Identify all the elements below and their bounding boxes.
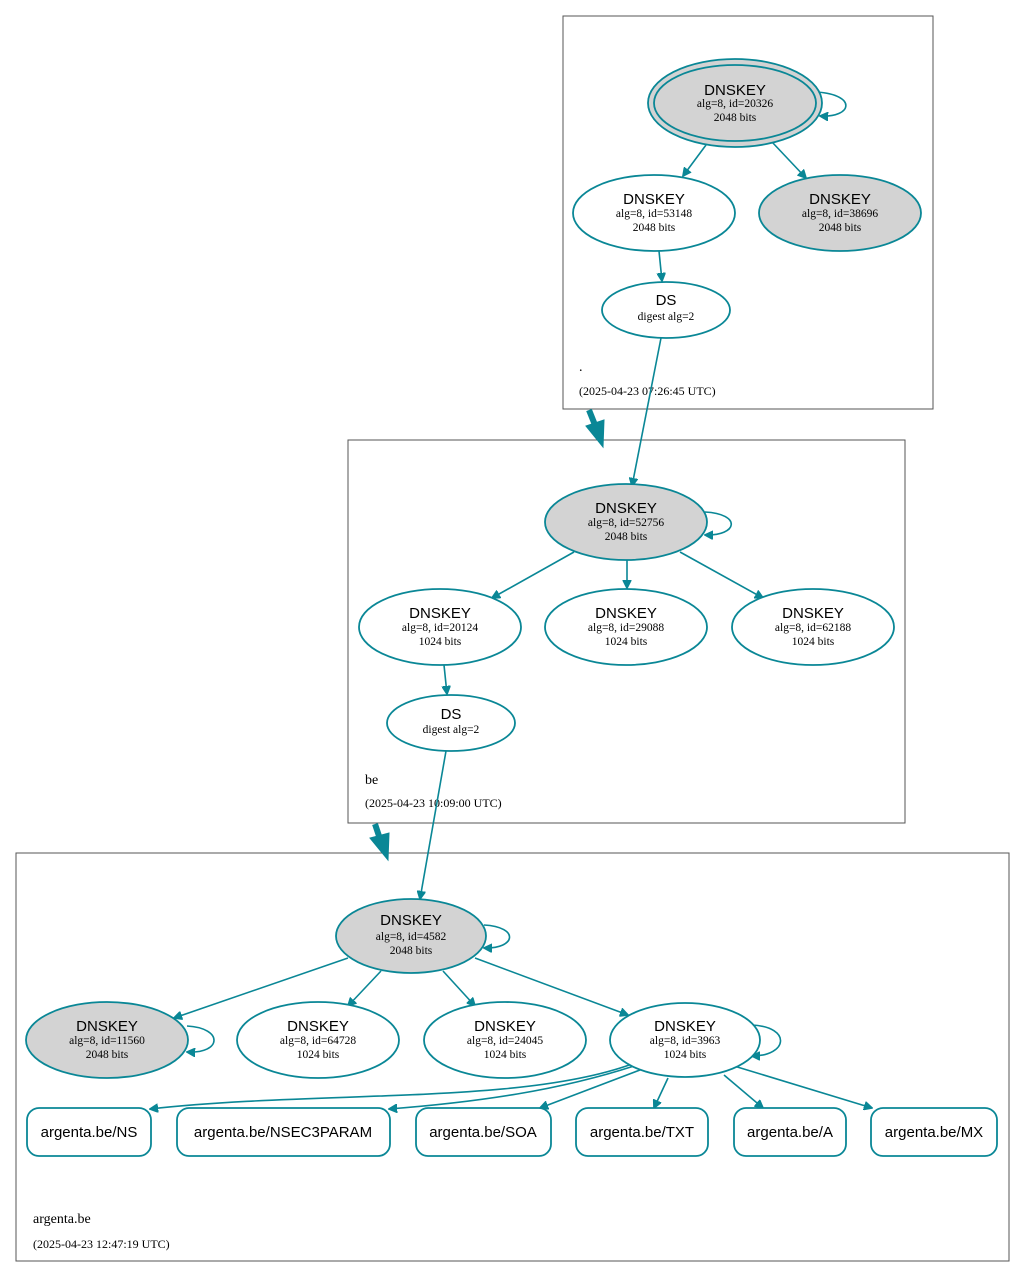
node-argenta-key-3963: DNSKEY alg=8, id=3963 1024 bits (609, 1002, 761, 1078)
delegation-arrow-be-argenta (369, 823, 390, 862)
node-key-info: alg=8, id=20124 (402, 622, 478, 634)
node-key-info: alg=8, id=4582 (376, 931, 447, 943)
delegation-arrow-root-be (585, 408, 605, 449)
node-root-zsk-53148: DNSKEY alg=8, id=53148 2048 bits (572, 174, 736, 252)
node-be-zsk-20124: DNSKEY alg=8, id=20124 1024 bits (358, 588, 522, 666)
node-key-size: 2048 bits (605, 531, 648, 543)
rrset-label: argenta.be/A (747, 1124, 833, 1141)
rrset-mx: argenta.be/MX (870, 1107, 998, 1157)
node-title: DNSKEY (654, 1018, 716, 1035)
rrset-a: argenta.be/A (733, 1107, 847, 1157)
zone-be-timestamp: (2025-04-23 10:09:00 UTC) (365, 796, 502, 810)
node-digest-info: digest alg=2 (638, 311, 695, 323)
node-key-info: alg=8, id=29088 (588, 622, 664, 634)
rrset-label: argenta.be/SOA (429, 1124, 537, 1141)
node-key-info: alg=8, id=64728 (280, 1035, 356, 1047)
node-be-ds: DS digest alg=2 (386, 694, 516, 752)
node-argenta-ksk: DNSKEY alg=8, id=4582 2048 bits (335, 898, 487, 974)
node-key-size: 1024 bits (664, 1049, 707, 1061)
node-argenta-key-11560: DNSKEY alg=8, id=11560 2048 bits (25, 1001, 189, 1079)
node-key-size: 1024 bits (792, 636, 835, 648)
node-key-size: 1024 bits (605, 636, 648, 648)
node-be-zsk-29088: DNSKEY alg=8, id=29088 1024 bits (544, 588, 708, 666)
node-key-info: alg=8, id=38696 (802, 208, 878, 220)
node-key-size: 2048 bits (714, 112, 757, 124)
node-key-info: alg=8, id=11560 (69, 1035, 145, 1047)
node-key-info: alg=8, id=53148 (616, 208, 692, 220)
node-root-zsk-38696: DNSKEY alg=8, id=38696 2048 bits (758, 174, 922, 252)
node-digest-info: digest alg=2 (423, 724, 480, 736)
node-root-ksk: DNSKEY alg=8, id=20326 2048 bits (647, 58, 823, 148)
rrset-label: argenta.be/NSEC3PARAM (194, 1124, 372, 1141)
rrset-nsec3param: argenta.be/NSEC3PARAM (176, 1107, 391, 1157)
zone-root-timestamp: (2025-04-23 07:26:45 UTC) (579, 384, 716, 398)
rrset-txt: argenta.be/TXT (575, 1107, 709, 1157)
node-key-info: alg=8, id=24045 (467, 1035, 543, 1047)
node-title: DNSKEY (595, 500, 657, 517)
node-key-info: alg=8, id=62188 (775, 622, 851, 634)
node-title: DNSKEY (782, 605, 844, 622)
node-key-size: 2048 bits (390, 945, 433, 957)
root-edges (632, 91, 847, 486)
node-title: DNSKEY (380, 912, 442, 929)
node-key-size: 2048 bits (86, 1049, 129, 1061)
zone-argenta-timestamp: (2025-04-23 12:47:19 UTC) (33, 1237, 170, 1251)
node-title: DNSKEY (809, 191, 871, 208)
node-title: DS (656, 292, 677, 309)
node-root-ds: DS digest alg=2 (601, 281, 731, 339)
node-key-size: 1024 bits (419, 636, 462, 648)
argenta-edges (150, 924, 872, 1109)
node-key-size: 1024 bits (297, 1049, 340, 1061)
zone-argenta-name: argenta.be (33, 1212, 91, 1227)
node-key-info: alg=8, id=52756 (588, 517, 664, 529)
node-key-size: 2048 bits (633, 222, 676, 234)
rrset-ns: argenta.be/NS (26, 1107, 152, 1157)
rrset-soa: argenta.be/SOA (415, 1107, 552, 1157)
node-be-zsk-62188: DNSKEY alg=8, id=62188 1024 bits (731, 588, 895, 666)
zone-be-name: be (365, 773, 378, 788)
node-key-size: 2048 bits (819, 222, 862, 234)
rrset-label: argenta.be/TXT (590, 1124, 694, 1141)
node-title: DNSKEY (474, 1018, 536, 1035)
node-title: DNSKEY (704, 82, 766, 99)
node-key-size: 1024 bits (484, 1049, 527, 1061)
zone-root-name: . (579, 360, 583, 375)
node-be-ksk: DNSKEY alg=8, id=52756 2048 bits (544, 483, 708, 561)
node-title: DNSKEY (76, 1018, 138, 1035)
node-argenta-key-24045: DNSKEY alg=8, id=24045 1024 bits (423, 1001, 587, 1079)
rrset-label: argenta.be/NS (41, 1124, 138, 1141)
node-argenta-key-64728: DNSKEY alg=8, id=64728 1024 bits (236, 1001, 400, 1079)
node-key-info: alg=8, id=20326 (697, 98, 773, 110)
rrset-label: argenta.be/MX (885, 1124, 983, 1141)
node-key-info: alg=8, id=3963 (650, 1035, 721, 1047)
be-edges (420, 511, 763, 899)
node-title: DNSKEY (409, 605, 471, 622)
node-title: DNSKEY (623, 191, 685, 208)
node-title: DNSKEY (595, 605, 657, 622)
node-title: DS (441, 706, 462, 723)
node-title: DNSKEY (287, 1018, 349, 1035)
